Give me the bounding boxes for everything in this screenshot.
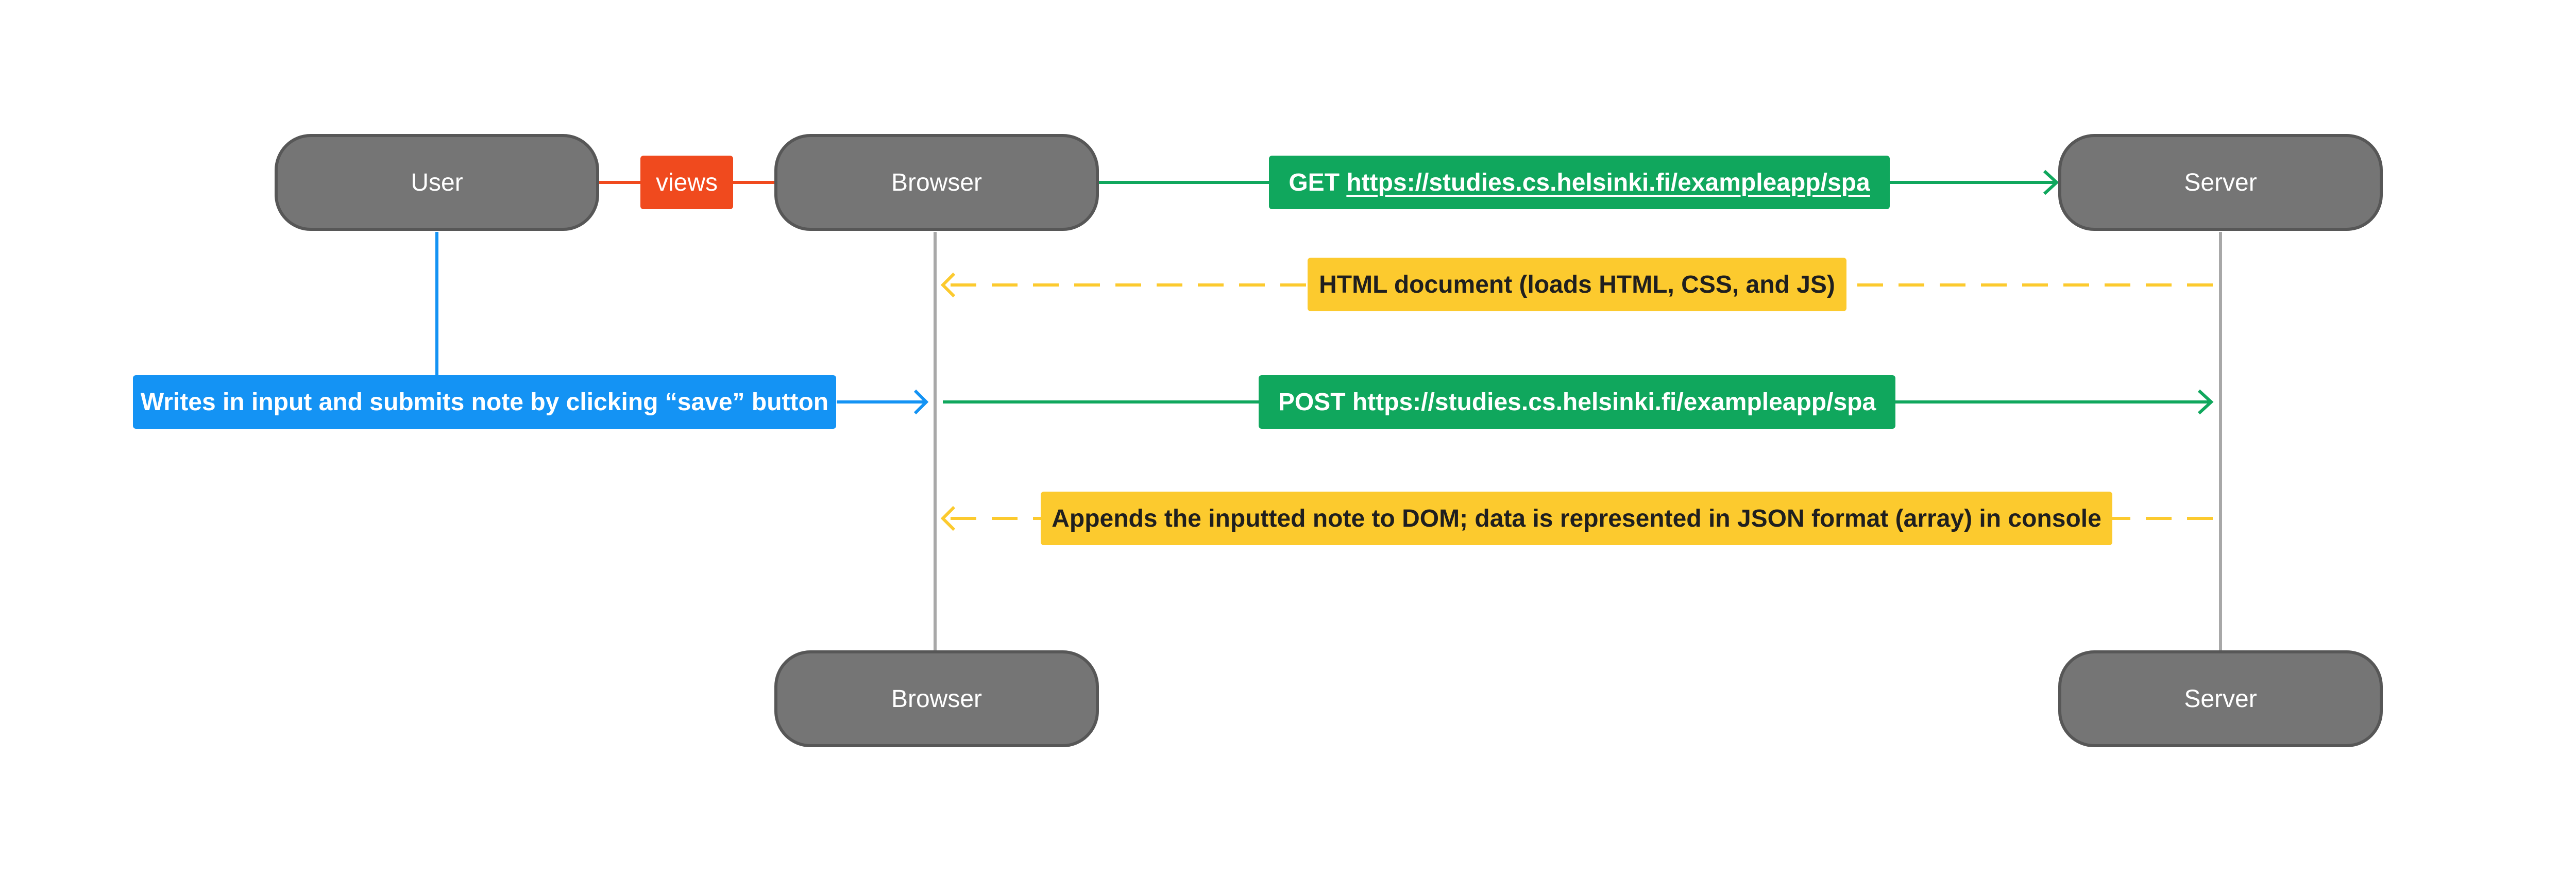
get-method-text: GET — [1289, 169, 1340, 196]
append-note-text: Appends the inputted note to DOM; data i… — [1052, 505, 2102, 532]
browser-node-top: Browser — [774, 134, 1099, 231]
post-request-label: POST https://studies.cs.helsinki.fi/exam… — [1259, 375, 1895, 429]
server-node-bottom: Server — [2058, 650, 2383, 747]
get-arrowhead — [2043, 170, 2059, 195]
html-response-arrowhead — [940, 272, 956, 298]
html-document-text: HTML document (loads HTML, CSS, and JS) — [1319, 271, 1835, 298]
browser-node-bottom: Browser — [774, 650, 1099, 747]
post-request-text: POST https://studies.cs.helsinki.fi/exam… — [1278, 388, 1876, 416]
html-document-label: HTML document (loads HTML, CSS, and JS) — [1308, 258, 1846, 311]
user-action-arrowhead — [913, 389, 929, 415]
append-note-label: Appends the inputted note to DOM; data i… — [1041, 492, 2112, 545]
browser-node-bottom-label: Browser — [891, 685, 982, 713]
browser-node-top-label: Browser — [891, 169, 982, 196]
server-node-bottom-label: Server — [2184, 685, 2257, 713]
views-label: views — [640, 156, 733, 209]
user-action-text: Writes in input and submits note by clic… — [140, 388, 829, 416]
append-response-arrowhead — [940, 506, 956, 531]
server-node-top-label: Server — [2184, 169, 2257, 196]
get-request-label: GET https://studies.cs.helsinki.fi/examp… — [1269, 156, 1890, 209]
post-arrowhead — [2197, 389, 2214, 415]
server-node-top: Server — [2058, 134, 2383, 231]
user-node-label: User — [411, 169, 463, 196]
views-label-text: views — [655, 169, 718, 196]
user-action-label: Writes in input and submits note by clic… — [133, 375, 836, 429]
user-node: User — [275, 134, 599, 231]
get-url-link[interactable]: https://studies.cs.helsinki.fi/exampleap… — [1346, 169, 1870, 196]
